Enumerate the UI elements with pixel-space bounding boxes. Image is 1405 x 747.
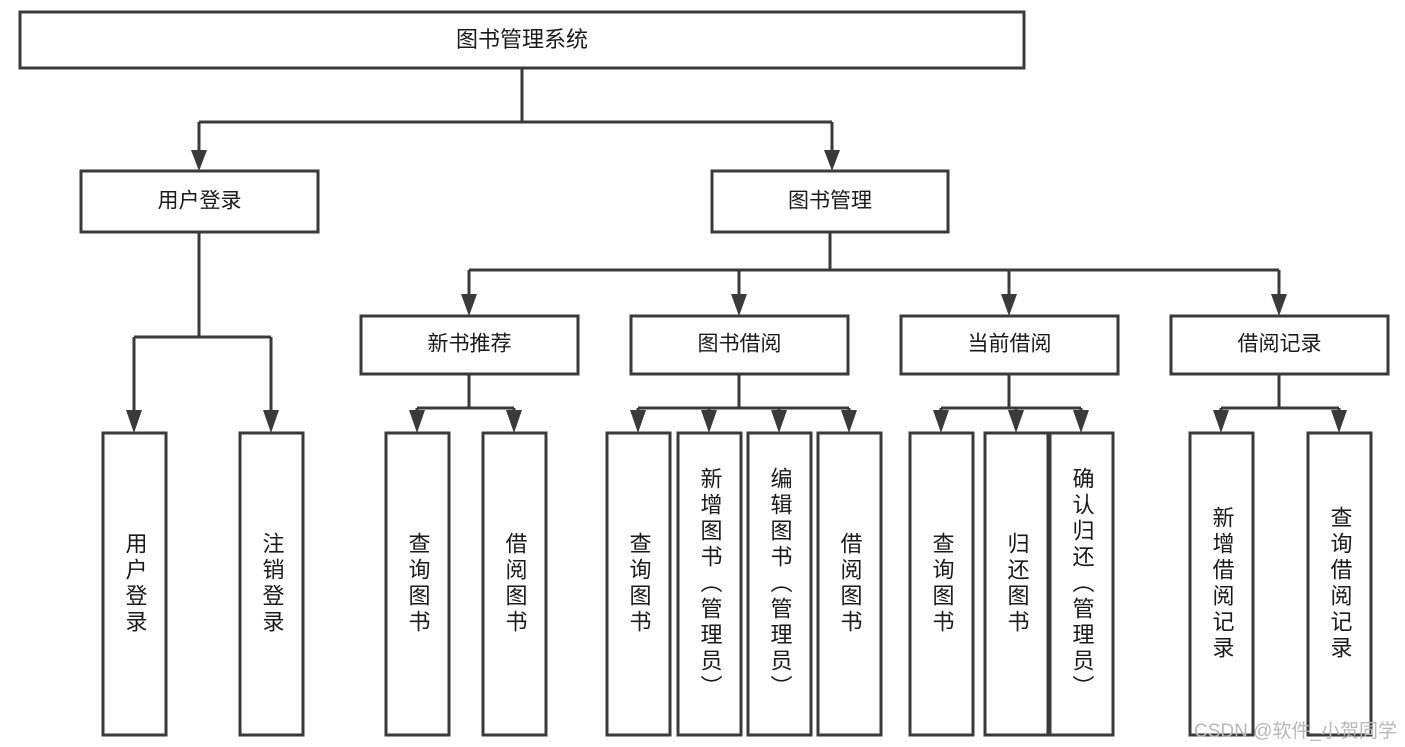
node-book-management[interactable]: 图书管理 [710, 169, 950, 234]
leaf-box-query-book-borrow[interactable] [605, 431, 672, 737]
connector-borrow-record-to-leaves [1213, 374, 1347, 433]
leaf-box-query-borrow-record[interactable] [1306, 431, 1373, 737]
node-current-borrow-label: 当前借阅 [968, 333, 1052, 356]
leaf-box-query-book-current[interactable] [908, 431, 975, 737]
leaf-box-confirm-return-admin[interactable] [1048, 431, 1115, 737]
node-borrow-record[interactable]: 借阅记录 [1169, 314, 1390, 376]
node-book-management-label: 图书管理 [788, 190, 872, 213]
connector-book-management-to-level3 [461, 232, 1287, 316]
leaf-box-user-login[interactable] [101, 431, 168, 737]
leaf-boxes [101, 431, 1373, 737]
node-user-login[interactable]: 用户登录 [79, 169, 320, 234]
connector-root-to-level2 [191, 68, 840, 171]
connector-book-borrow-to-leaves [630, 374, 857, 433]
leaf-box-edit-book-admin[interactable] [746, 431, 813, 737]
node-new-book-recommend[interactable]: 新书推荐 [359, 314, 580, 376]
connector-new-book-recommend-to-leaves [409, 374, 522, 433]
node-book-borrow-label: 图书借阅 [698, 333, 782, 356]
node-book-borrow[interactable]: 图书借阅 [629, 314, 850, 376]
node-current-borrow[interactable]: 当前借阅 [899, 314, 1120, 376]
node-user-login-box[interactable] [79, 169, 320, 234]
node-user-login-label: 用户登录 [158, 190, 242, 213]
connector-current-borrow-to-leaves [933, 374, 1089, 433]
leaf-box-borrow-book-rec[interactable] [481, 431, 548, 737]
node-root-label: 图书管理系统 [456, 27, 588, 52]
node-borrow-record-label: 借阅记录 [1238, 333, 1322, 356]
node-new-book-recommend-box[interactable] [359, 314, 580, 376]
node-root-box[interactable] [18, 10, 1026, 70]
connector-user-login-to-leaves [126, 232, 279, 433]
leaf-box-add-book-admin[interactable] [676, 431, 743, 737]
leaf-box-return-book[interactable] [983, 431, 1050, 737]
node-new-book-recommend-label: 新书推荐 [428, 333, 512, 356]
leaf-box-query-book-rec[interactable] [384, 431, 451, 737]
leaf-box-logout[interactable] [238, 431, 305, 737]
csdn-watermark: CSDN @软件_小贺同学 [1194, 721, 1397, 742]
node-root[interactable]: 图书管理系统 [18, 10, 1026, 70]
leaf-box-borrow-book[interactable] [816, 431, 883, 737]
node-current-borrow-box[interactable] [899, 314, 1120, 376]
leaf-box-add-borrow-record[interactable] [1188, 431, 1255, 737]
